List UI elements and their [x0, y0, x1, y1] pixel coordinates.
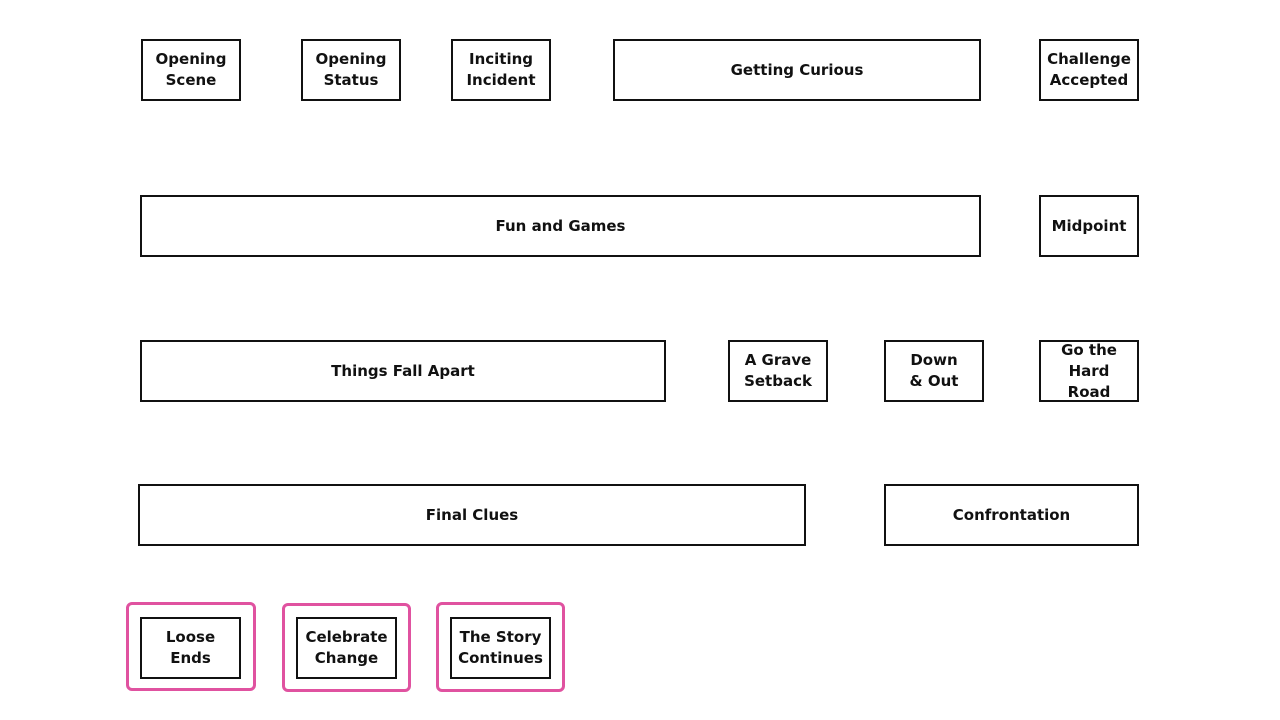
beat-the-story-continues: The Story Continues — [450, 617, 551, 679]
beat-celebrate-change: Celebrate Change — [296, 617, 397, 679]
highlight-frame-the-story-continues — [436, 602, 565, 692]
beat-confrontation: Confrontation — [884, 484, 1139, 546]
beat-opening-scene: Opening Scene — [141, 39, 241, 101]
beat-fun-and-games: Fun and Games — [140, 195, 981, 257]
beat-getting-curious: Getting Curious — [613, 39, 981, 101]
beat-challenge-accepted: Challenge Accepted — [1039, 39, 1139, 101]
beat-inciting-incident: Inciting Incident — [451, 39, 551, 101]
beat-go-the-hard-road: Go the Hard Road — [1039, 340, 1139, 402]
beat-down-and-out: Down & Out — [884, 340, 984, 402]
beat-final-clues: Final Clues — [138, 484, 806, 546]
beat-things-fall-apart: Things Fall Apart — [140, 340, 666, 402]
highlight-frame-celebrate-change — [282, 603, 411, 692]
highlight-frame-loose-ends — [126, 602, 256, 691]
beat-a-grave-setback: A Grave Setback — [728, 340, 828, 402]
beat-loose-ends: Loose Ends — [140, 617, 241, 679]
beat-midpoint: Midpoint — [1039, 195, 1139, 257]
beat-opening-status: Opening Status — [301, 39, 401, 101]
